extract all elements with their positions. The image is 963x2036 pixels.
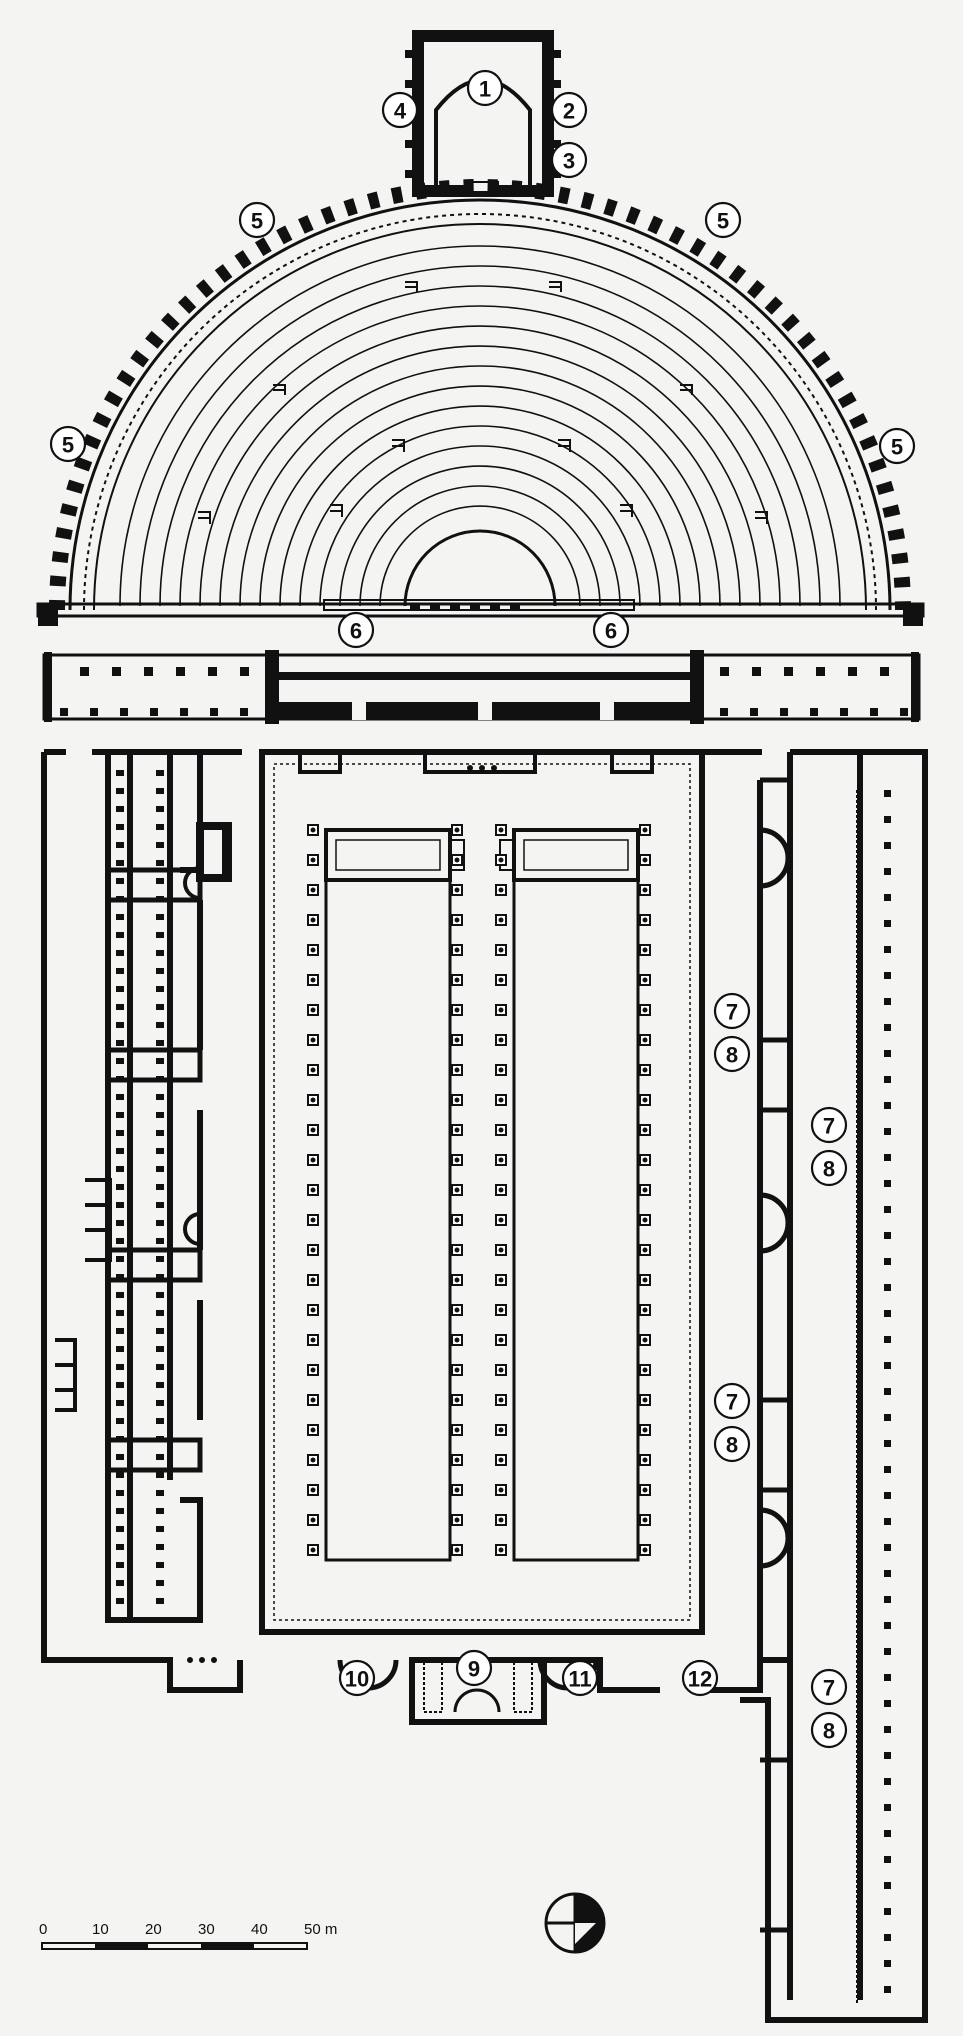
- plan-label-7: 7: [810, 1106, 848, 1144]
- plan-label-text: 12: [688, 1667, 712, 1692]
- plan-label-text: 11: [568, 1667, 591, 1692]
- plan-label-text: 7: [726, 1390, 738, 1415]
- plan-label-text: 5: [891, 435, 903, 460]
- temple: [405, 30, 561, 197]
- plan-label-text: 10: [345, 1667, 369, 1692]
- plan-label-9: 9: [455, 1649, 493, 1687]
- compass-symbol: [544, 1892, 606, 1954]
- plan-label-text: 5: [717, 209, 729, 234]
- east-exedrae: [759, 777, 793, 1933]
- scale-bar: 0 10 20 30 40 50 m: [39, 1921, 337, 1950]
- scaena-building: [42, 650, 921, 724]
- scale-tick-label: 10: [92, 1921, 109, 1938]
- plan-label-text: 6: [605, 619, 617, 644]
- plan-label-text: 7: [823, 1676, 835, 1701]
- scale-tick-label: 20: [145, 1921, 162, 1938]
- plan-label-text: 8: [823, 1157, 835, 1182]
- plan-label-8: 8: [713, 1425, 751, 1463]
- plan-label-6: 6: [337, 611, 375, 649]
- plan-label-7: 7: [713, 1382, 751, 1420]
- plan-label-7: 7: [810, 1668, 848, 1706]
- plan-label-text: 4: [394, 99, 407, 124]
- scale-tick-label: 0: [39, 1921, 47, 1938]
- plan-label-text: 1: [479, 77, 491, 102]
- plan-label-text: 7: [726, 1000, 738, 1025]
- plan-label-4: 4: [381, 91, 419, 129]
- west-building-details: [55, 770, 232, 1604]
- plan-label-8: 8: [810, 1149, 848, 1187]
- plan-label-3: 3: [550, 141, 588, 179]
- south-structures: [187, 1657, 599, 1725]
- plan-label-7: 7: [713, 992, 751, 1030]
- scale-tick-label: 40: [251, 1921, 268, 1938]
- plan-label-text: 8: [726, 1433, 738, 1458]
- plan-label-text: 5: [62, 433, 74, 458]
- plan-label-text: 2: [563, 99, 575, 124]
- plan-label-1: 1: [466, 69, 504, 107]
- plan-label-2: 2: [550, 91, 588, 129]
- plan-label-text: 5: [251, 209, 263, 234]
- plan-label-text: 8: [726, 1043, 738, 1068]
- plan-label-11: 11: [561, 1659, 599, 1697]
- plan-label-5: 5: [49, 425, 87, 463]
- plan-label-5: 5: [878, 427, 916, 465]
- plan-label-5: 5: [704, 201, 742, 239]
- plan-label-8: 8: [810, 1711, 848, 1749]
- plan-label-5: 5: [238, 201, 276, 239]
- plan-label-text: 6: [350, 619, 362, 644]
- porticus-enclosure: [41, 749, 928, 2023]
- plan-label-text: 7: [823, 1114, 835, 1139]
- plan-label-text: 3: [563, 149, 575, 174]
- scale-tick-label: 30: [198, 1921, 215, 1938]
- plan-label-8: 8: [713, 1035, 751, 1073]
- scale-tick-label: 50 m: [304, 1921, 337, 1938]
- plan-label-text: 9: [468, 1657, 480, 1682]
- plan-label-12: 12: [681, 1659, 719, 1697]
- central-forum: [259, 749, 705, 1635]
- theatre: [36, 179, 925, 626]
- plan-label-10: 10: [338, 1659, 376, 1697]
- plan-label-6: 6: [592, 611, 630, 649]
- plan-label-text: 8: [823, 1719, 835, 1744]
